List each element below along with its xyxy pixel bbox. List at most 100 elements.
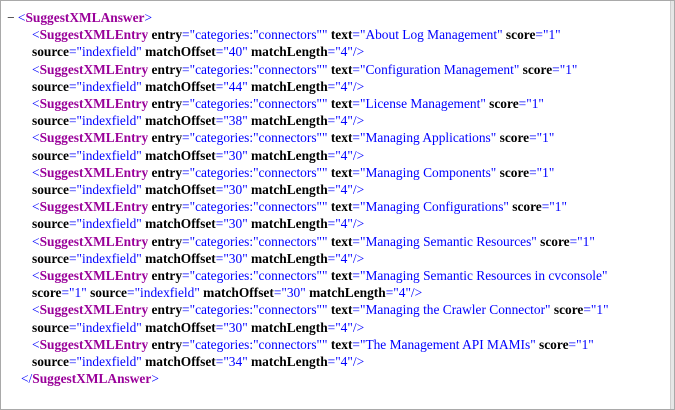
xml-entry-continuation: source="indexfield" matchOffset="40" mat… <box>32 44 364 60</box>
attribute-quote: " <box>322 61 328 77</box>
attribute-quote: =" <box>529 130 543 146</box>
attribute-quote: =" <box>327 250 341 266</box>
attribute-value: 1 <box>531 96 539 111</box>
attribute-quote: " <box>490 164 497 180</box>
attribute-value: 4 <box>340 354 348 369</box>
attribute-name: matchOffset <box>145 182 216 197</box>
xml-entry-line: <SuggestXMLEntry entry="categories:"conn… <box>32 302 609 318</box>
attribute-name: score <box>553 302 584 318</box>
attribute-value: 1 <box>542 164 549 180</box>
tag-bracket: /> <box>352 44 365 60</box>
xml-entry-continuation: source="indexfield" matchOffset="30" mat… <box>32 251 364 267</box>
attribute-value: 1 <box>554 199 562 215</box>
xml-root-open: − <SuggestXMLAnswer> <box>7 10 152 26</box>
attribute-quote: " <box>242 113 248 129</box>
attribute-quote: " <box>136 216 142 232</box>
tag-name: SuggestXMLAnswer <box>32 371 152 387</box>
attribute-quote: =" <box>215 354 229 369</box>
attribute-name: matchLength <box>309 285 386 301</box>
tag-name: SuggestXMLEntry <box>39 61 149 77</box>
attribute-name: text <box>330 233 353 249</box>
attribute-name: text <box>330 164 353 180</box>
attribute-name: matchOffset <box>203 285 274 301</box>
attribute-quote: =" <box>352 302 366 318</box>
attribute-quote: =" <box>61 285 75 301</box>
attribute-value: indexfield <box>81 250 137 266</box>
attribute-quote: " <box>242 250 248 266</box>
attribute-quote: " <box>603 302 609 318</box>
attribute-quote: " <box>322 336 328 352</box>
attribute-name: matchOffset <box>145 216 216 232</box>
attribute-quote: =" <box>327 44 341 60</box>
attribute-quote: " <box>136 113 142 129</box>
xml-entry-continuation: source="indexfield" matchOffset="30" mat… <box>32 148 364 164</box>
attribute-value: 4 <box>340 319 348 335</box>
scrollbar[interactable] <box>670 1 674 409</box>
attribute-quote: " <box>136 78 142 94</box>
attribute-name: source <box>32 113 69 129</box>
attribute-name: matchLength <box>251 44 328 60</box>
attribute-quote: " <box>242 216 248 232</box>
attribute-value: 30 <box>228 182 243 197</box>
attribute-quote: =" <box>215 113 229 129</box>
attribute-quote: =" <box>568 336 582 352</box>
attribute-quote: " <box>555 27 561 43</box>
attribute-value: 1 <box>596 302 604 318</box>
xml-entry-line: <SuggestXMLEntry entry="categories:"conn… <box>32 27 561 43</box>
attribute-name: score <box>489 96 519 111</box>
attribute-quote: =" <box>68 354 82 369</box>
attribute-value: 30 <box>228 250 243 266</box>
attribute-quote: =" <box>273 285 287 301</box>
attribute-quote: =" <box>215 319 229 335</box>
attribute-value: Managing Semantic Resources <box>365 233 532 249</box>
attribute-name: source <box>32 78 69 94</box>
tag-bracket: /> <box>352 147 365 163</box>
tag-name: SuggestXMLAnswer <box>25 10 145 25</box>
attribute-name: matchLength <box>251 319 328 335</box>
attribute-quote: =" <box>327 182 341 197</box>
attribute-name: text <box>330 302 353 318</box>
attribute-name: matchLength <box>251 113 328 129</box>
collapse-toggle[interactable]: − <box>7 10 18 25</box>
attribute-quote: " <box>347 319 353 335</box>
attribute-quote: " <box>538 96 544 111</box>
attribute-quote: =" <box>182 130 196 146</box>
attribute-name: score <box>499 164 530 180</box>
attribute-name: text <box>330 268 353 283</box>
attribute-quote: " <box>242 354 248 369</box>
attribute-name: matchLength <box>251 250 328 266</box>
attribute-value: categories:"connectors" <box>195 336 323 352</box>
attribute-quote: " <box>490 130 497 146</box>
attribute-value: 4 <box>340 44 348 60</box>
tag-bracket: < <box>17 10 26 25</box>
attribute-quote: " <box>347 354 353 369</box>
tag-name: SuggestXMLEntry <box>39 199 149 215</box>
attribute-value: The Management API MAMIs <box>365 336 531 352</box>
attribute-quote: " <box>322 268 328 283</box>
attribute-value: 1 <box>565 61 572 77</box>
attribute-quote: " <box>322 233 328 249</box>
attribute-value: 1 <box>548 27 556 43</box>
tag-name: SuggestXMLEntry <box>39 164 149 180</box>
attribute-name: text <box>330 336 353 352</box>
attribute-name: matchOffset <box>145 354 216 369</box>
attribute-value: Configuration Management <box>365 61 514 77</box>
attribute-name: source <box>90 285 128 301</box>
attribute-name: source <box>32 354 69 369</box>
attribute-quote: =" <box>352 61 366 77</box>
attribute-quote: " <box>136 147 142 163</box>
attribute-name: entry <box>151 302 183 318</box>
tag-bracket: < <box>32 302 40 318</box>
tag-name: SuggestXMLEntry <box>39 268 149 283</box>
xml-entry-line: <SuggestXMLEntry entry="categories:"conn… <box>32 165 554 181</box>
attribute-quote: =" <box>68 182 82 197</box>
attribute-quote: =" <box>352 96 366 111</box>
attribute-name: entry <box>151 268 183 283</box>
xml-entry-continuation: score="1" source="indexfield" matchOffse… <box>32 285 422 301</box>
attribute-quote: =" <box>215 250 229 266</box>
attribute-value: Managing Configurations <box>365 199 504 215</box>
attribute-quote: =" <box>327 78 341 94</box>
attribute-value: 4 <box>340 113 348 129</box>
attribute-quote: =" <box>68 250 82 266</box>
